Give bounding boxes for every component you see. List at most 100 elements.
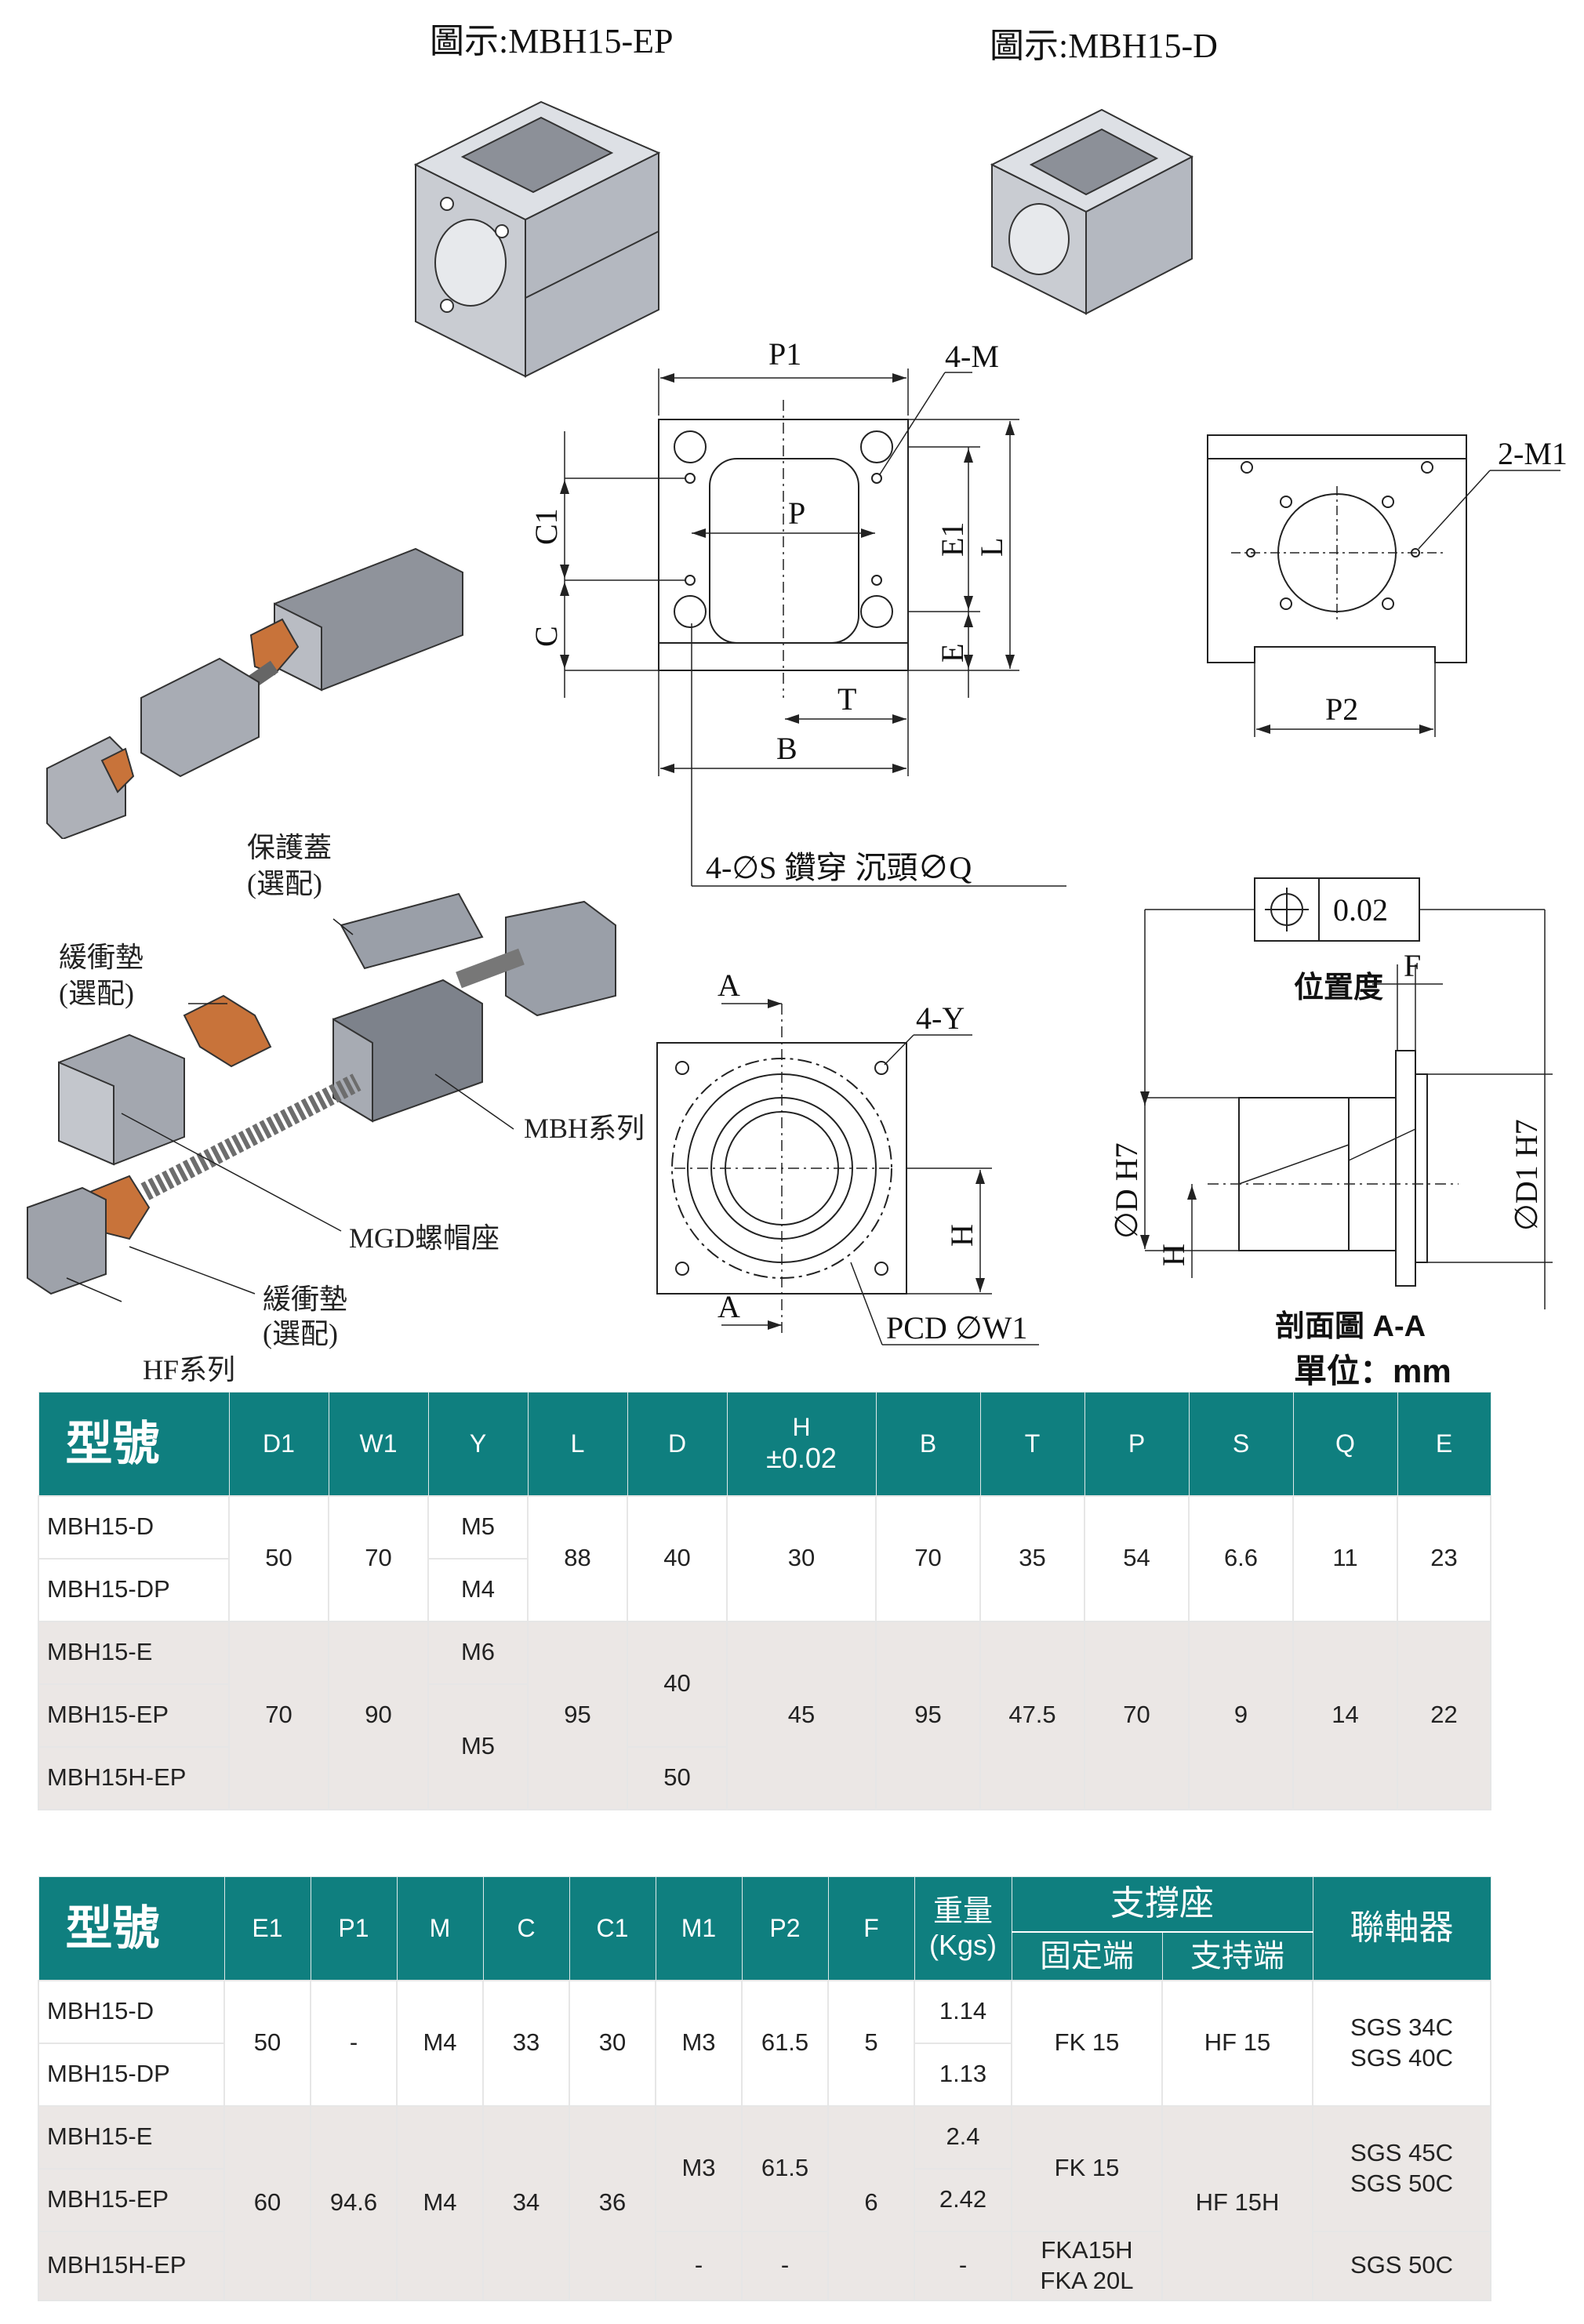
t1-cell-t: 47.5 (979, 1620, 1085, 1810)
t2-cell-weight: 2.4 (914, 2104, 1012, 2170)
t2-model-mbh15-dp: MBH15-DP (38, 2042, 225, 2107)
t1-header-l: L (527, 1392, 628, 1496)
t2-cell-support: HF 15 (1161, 1979, 1313, 2107)
t1-cell-d1: 50 (228, 1494, 329, 1622)
t1-cell-e: 23 (1397, 1494, 1491, 1622)
t1-header-d1: D1 (228, 1392, 329, 1496)
table-row: MBH15H-EP 50 (38, 1745, 1491, 1810)
dim-p1: P1 (768, 336, 801, 372)
t2-cell-fixed: FK 15 (1011, 1979, 1163, 2107)
t2-coupling-line: SGS 40C (1350, 2043, 1453, 2072)
t2-header-coupling: 聯軸器 (1312, 1876, 1491, 1981)
dim-e: E (935, 644, 970, 663)
t2-coupling-line: SGS 50C (1350, 2169, 1453, 2197)
t1-header-h-tol: ±0.02 (766, 1441, 837, 1474)
t2-fixed-line: FKA 20L (1040, 2266, 1134, 2294)
label-mgd-nut: MGD螺帽座 (349, 1222, 500, 1254)
t1-header-p: P (1084, 1392, 1190, 1496)
label-cushion-top-opt: (選配) (59, 978, 134, 1009)
t2-header-f: F (827, 1876, 915, 1981)
tolerance-value: 0.02 (1333, 892, 1388, 928)
t2-cell-m: M4 (396, 1979, 484, 2107)
t2-model-mbh15h-ep: MBH15H-EP (38, 2230, 225, 2301)
dim-c1: C1 (529, 508, 564, 545)
table-row: MBH15-E 60 94.6 M4 34 36 M3 61.5 6 2.4 F… (38, 2104, 1491, 2301)
position-label: 位置度 (1294, 971, 1384, 1004)
t2-cell-c1: 30 (569, 1979, 656, 2107)
t1-cell-d1: 70 (228, 1620, 329, 1810)
t1-cell-l: 95 (527, 1620, 628, 1810)
front-view-drawing: P1 4-M P C1 C E1 L E T B 4-∅S 鑽穿 沉頭∅Q (529, 336, 1066, 887)
t1-header-q: Q (1292, 1392, 1398, 1496)
t2-header-weight: 重量(Kgs) (914, 1876, 1012, 1981)
t1-cell-q: 11 (1292, 1494, 1398, 1622)
table-row: MBH15-EP 2.42 (38, 2167, 1491, 2232)
dim-t: T (837, 681, 856, 717)
section-view-drawing: 0.02 ∅D H7 H F ∅D1 H7 (1114, 877, 1553, 1309)
dim-p2: P2 (1325, 692, 1358, 727)
t2-cell-p1: 94.6 (310, 2104, 398, 2301)
t2-header-fixed: 固定端 (1011, 1930, 1163, 1981)
assembly-upper-image (46, 547, 463, 839)
flange-view-drawing: A A 4-Y H PCD ∅W1 (656, 968, 1039, 1345)
label-hf-series: HF系列 (143, 1354, 236, 1385)
dim-p: P (788, 496, 805, 531)
t2-cell-weight: 2.42 (914, 2167, 1012, 2232)
t2-coupling-line: SGS 34C (1350, 2013, 1453, 2041)
t2-cell-m: M4 (396, 2104, 484, 2301)
t2-header-support-end: 支持端 (1161, 1930, 1313, 1981)
dim-4y: 4-Y (916, 1000, 965, 1036)
unit-label: 單位：mm (1294, 1353, 1451, 1389)
t1-cell-p: 70 (1084, 1620, 1190, 1810)
t2-cell-fixed: FK 15 (1011, 2104, 1163, 2232)
table-row: MBH15-E 70 90 M6 95 40 45 95 47.5 70 9 1… (38, 1620, 1491, 1810)
t2-header-e1: E1 (223, 1876, 311, 1981)
d-caption: 圖示:MBH15-D (990, 27, 1218, 65)
spec-table-1: 型號 D1 W1 Y L D H±0.02 B T P S Q E MBH15-… (38, 1392, 1491, 1810)
t1-cell-q: 14 (1292, 1620, 1398, 1810)
t2-cell-p2: - (741, 2230, 829, 2301)
t2-header-support: 支撐座 (1011, 1876, 1313, 1932)
t1-cell-t: 35 (979, 1494, 1085, 1622)
t1-header-w1: W1 (328, 1392, 429, 1496)
dim-d1-h7: ∅D1 H7 (1509, 1119, 1544, 1231)
t1-header-model: 型號 (38, 1392, 230, 1496)
t1-header-b: B (875, 1392, 981, 1496)
t2-header-c: C (482, 1876, 570, 1981)
dim-4m: 4-M (945, 339, 999, 374)
t2-cell-weight: - (914, 2230, 1012, 2301)
t1-header-h-label: H (792, 1413, 811, 1442)
t1-cell-d: 40 (627, 1494, 728, 1622)
t2-header-m1: M1 (655, 1876, 743, 1981)
dim-l: L (974, 538, 1009, 557)
t2-cell-m1: M3 (655, 1979, 743, 2107)
t1-model-mbh15-e: MBH15-E (38, 1620, 230, 1685)
t2-cell-weight: 1.13 (914, 2042, 1012, 2107)
t2-cell-p1: - (310, 1979, 398, 2107)
hole-note: 4-∅S 鑽穿 沉頭∅Q (706, 850, 972, 885)
t1-cell-y: M6 (427, 1620, 529, 1685)
dim-c: C (529, 626, 564, 647)
t2-cell-c1: 36 (569, 2104, 656, 2301)
t1-cell-y: M5 (427, 1683, 529, 1810)
t1-header-t: T (979, 1392, 1085, 1496)
dim-h-side: H (1156, 1244, 1191, 1266)
t2-cell-m1: M3 (655, 2104, 743, 2232)
table-row: MBH15-D 50 70 M5 88 40 30 70 35 54 6.6 1… (38, 1494, 1491, 1622)
dim-f: F (1404, 948, 1421, 983)
t1-model-mbh15-d: MBH15-D (38, 1494, 230, 1560)
t1-cell-y: M4 (427, 1557, 529, 1622)
side-view-drawing: 2-M1 P2 (1207, 434, 1568, 737)
t2-cell-weight: 1.14 (914, 1979, 1012, 2044)
label-cover-opt: (選配) (247, 868, 322, 899)
dim-e1: E1 (935, 522, 970, 557)
t2-cell-f: 6 (827, 2104, 915, 2301)
t1-cell-w1: 70 (328, 1494, 429, 1622)
t1-model-mbh15-ep: MBH15-EP (38, 1683, 230, 1748)
t2-model-mbh15-d: MBH15-D (38, 1979, 225, 2044)
label-cushion-bottom-opt: (選配) (263, 1318, 338, 1349)
section-label: 剖面圖 A-A (1275, 1310, 1426, 1343)
